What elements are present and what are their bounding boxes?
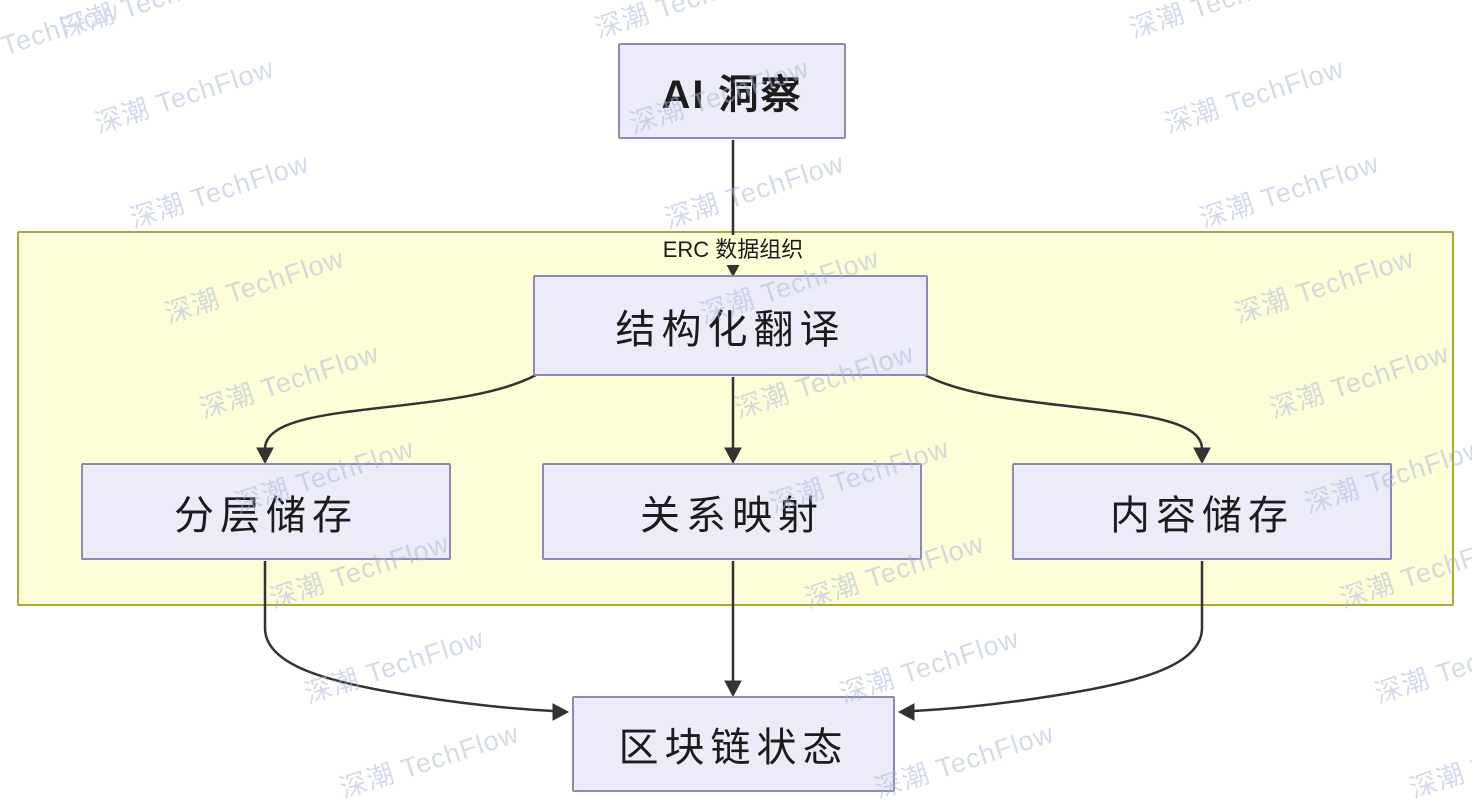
arrowhead — [897, 703, 915, 721]
edge-content-to-state — [913, 561, 1204, 713]
node-ai-insight-label: AI 洞察 — [661, 73, 803, 117]
edge-translation-to-layered — [263, 373, 537, 450]
node-blockchain-state: 区块链状态 — [572, 696, 895, 792]
node-layered-storage-label: 分层储存 — [174, 493, 358, 538]
arrowhead — [724, 680, 742, 698]
node-layered-storage: 分层储存 — [81, 463, 451, 560]
node-ai-insight: AI 洞察 — [618, 43, 846, 139]
arrowhead — [552, 703, 570, 721]
node-structured-translation: 结构化翻译 — [533, 275, 928, 376]
node-relation-mapping: 关系映射 — [542, 463, 922, 560]
node-relation-mapping-label: 关系映射 — [640, 493, 824, 538]
arrowhead — [256, 447, 274, 465]
node-structured-translation-label: 结构化翻译 — [615, 307, 846, 352]
arrowhead — [724, 447, 742, 465]
subgraph-erc-label: ERC 数据组织 — [650, 235, 816, 265]
node-content-storage-label: 内容储存 — [1110, 493, 1294, 538]
node-blockchain-state-label: 区块链状态 — [618, 726, 849, 770]
node-content-storage: 内容储存 — [1012, 463, 1392, 560]
arrowhead — [1193, 447, 1211, 465]
edge-layered-to-state — [263, 561, 554, 713]
edge-translation-to-content — [924, 373, 1204, 450]
